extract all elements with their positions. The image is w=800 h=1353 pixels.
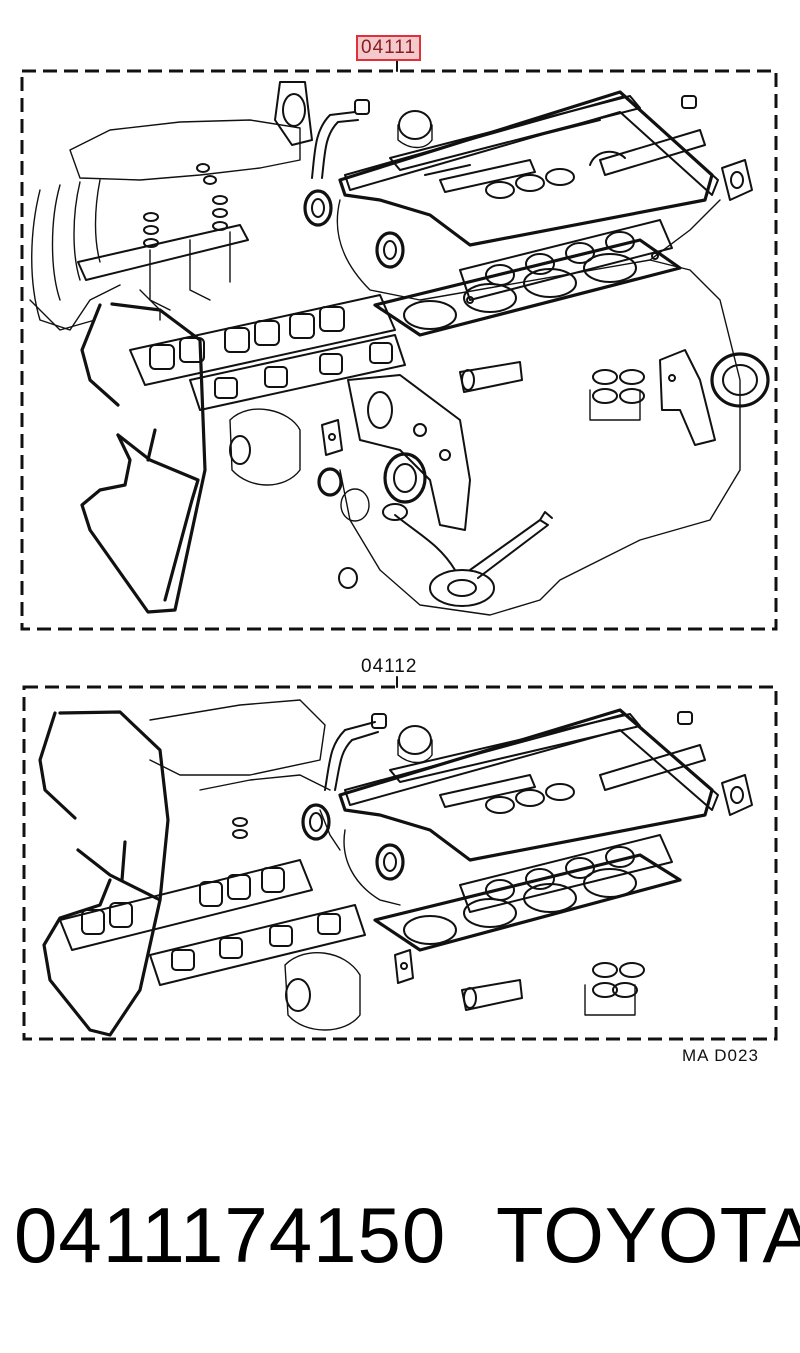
crankshaft-front-seal bbox=[383, 452, 427, 504]
cylinder-head-cover bbox=[338, 90, 714, 247]
pcv-hose bbox=[311, 111, 356, 179]
small-oring-cluster-mid bbox=[317, 467, 408, 589]
top-kit-group bbox=[20, 55, 778, 631]
crankshaft-rear-seal bbox=[710, 352, 770, 408]
camshaft-oil-seal bbox=[375, 231, 405, 269]
cylinder-head-gasket bbox=[373, 238, 682, 337]
figure-code-label: MA D023 bbox=[682, 1046, 759, 1065]
top-kit-dashed-frame bbox=[20, 69, 778, 631]
valve-stem-seals-b bbox=[461, 962, 645, 1016]
exhaust-manifold-gasket bbox=[459, 219, 673, 301]
intake-manifold-gasket bbox=[129, 294, 406, 411]
exhaust-manifold-gasket-b bbox=[459, 834, 673, 913]
part-number-title: 0411174150 bbox=[14, 1191, 447, 1279]
brand-title: TOYOTA bbox=[496, 1191, 800, 1279]
thermostat-housing bbox=[229, 408, 343, 486]
bottom-kit-dashed-frame bbox=[22, 685, 778, 1041]
intake-manifold-gasket-b bbox=[59, 859, 366, 986]
oil-seal-front-b bbox=[301, 803, 331, 841]
rear-oil-seal-retainer-gasket bbox=[659, 349, 716, 446]
oil-seal-front-a bbox=[303, 189, 333, 227]
fuel-rail bbox=[77, 224, 249, 321]
intake-manifold bbox=[29, 119, 301, 331]
cylinder-head-gasket-b bbox=[373, 853, 682, 952]
engine-block-outline bbox=[336, 199, 741, 616]
small-seals-top-left bbox=[143, 163, 228, 248]
throttle-body-gasket bbox=[274, 81, 313, 146]
head-cover-gasket bbox=[344, 95, 719, 196]
cylinder-head-cover-b bbox=[338, 708, 714, 862]
timing-belt-cover-gasket bbox=[80, 302, 207, 614]
camshaft-oil-seal-b bbox=[375, 843, 405, 881]
timing-belt-cover-gasket-b bbox=[38, 710, 170, 1037]
callout-label-bottom[interactable]: 04112 bbox=[361, 656, 418, 677]
callout-label-top[interactable]: 04111 bbox=[356, 35, 422, 61]
thermostat-housing-b bbox=[284, 949, 414, 1031]
cover-bolt-gasket bbox=[721, 159, 753, 201]
valve-stem-seals bbox=[459, 361, 645, 421]
bottom-kit-group bbox=[22, 676, 778, 1041]
water-pump-gasket bbox=[347, 374, 471, 531]
oil-pickup-gasket bbox=[394, 511, 553, 607]
